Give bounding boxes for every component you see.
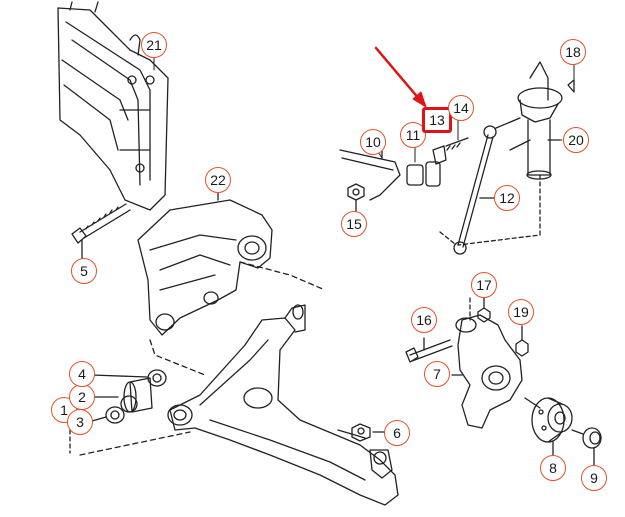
part-16-bolt [405, 337, 453, 363]
callout-7: 7 [424, 361, 450, 387]
part-22-bracket [137, 191, 326, 376]
callout-15: 15 [341, 211, 367, 237]
callout-14: 14 [448, 95, 474, 121]
part-10-anti-roll-bar [339, 137, 469, 201]
callout-6: 6 [384, 420, 410, 446]
callout-9: 9 [581, 465, 607, 491]
part-6-nut [351, 423, 387, 442]
part-1-control-arm [79, 304, 399, 506]
part-21-subframe [57, 1, 169, 211]
callout-8: 8 [540, 455, 566, 481]
callout-5: 5 [71, 258, 97, 284]
callout-11: 11 [400, 122, 426, 148]
red-arrow-icon [374, 46, 427, 108]
part-5-bolt [71, 203, 131, 259]
callout-21: 21 [141, 32, 167, 58]
part-7-hub-carrier [451, 297, 523, 429]
part-9-cap [571, 427, 602, 466]
callout-3: 3 [67, 409, 93, 435]
part-15-nut [347, 183, 365, 213]
callout-16: 16 [411, 307, 437, 333]
callout-10: 10 [360, 129, 386, 155]
part-12-link-rod [439, 117, 521, 255]
callout-17: 17 [471, 272, 497, 298]
callout-12: 12 [494, 185, 520, 211]
callout-22: 22 [205, 167, 231, 193]
part-17-nut [477, 297, 491, 323]
part-8-wheel-hub [524, 397, 573, 456]
part-20-strut [457, 61, 575, 246]
callout-19: 19 [508, 299, 534, 325]
callout-18: 18 [560, 39, 586, 65]
callout-4: 4 [69, 361, 95, 387]
callout-20: 20 [563, 127, 589, 153]
callout-13: 13 [422, 107, 452, 133]
callout-2: 2 [69, 384, 95, 410]
part-19-nut [515, 325, 529, 357]
